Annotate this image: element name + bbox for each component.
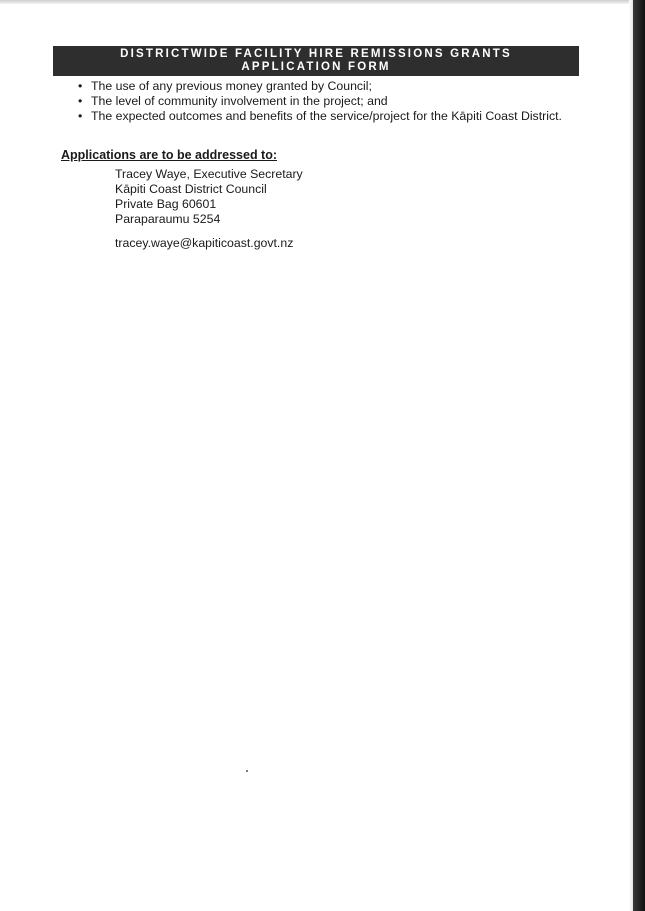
- address-line-postbox: Private Bag 60601: [115, 197, 217, 211]
- postal-address: Tracey Waye, Executive Secretary Kāpiti …: [115, 167, 303, 227]
- criteria-item: The expected outcomes and benefits of th…: [78, 109, 562, 124]
- scan-right-shading: [629, 0, 633, 911]
- form-title-line-2: APPLICATION FORM: [241, 61, 391, 73]
- criteria-item: The level of community involvement in th…: [78, 94, 562, 109]
- criteria-item: The use of any previous money granted by…: [78, 79, 562, 94]
- criteria-list: The use of any previous money granted by…: [78, 79, 562, 124]
- address-line-city: Paraparaumu 5254: [115, 212, 221, 226]
- scan-right-edge: [633, 0, 645, 911]
- address-line-contact: Tracey Waye, Executive Secretary: [115, 167, 303, 181]
- address-heading: Applications are to be addressed to:: [61, 148, 278, 162]
- form-title-line-1: DISTRICTWIDE FACILITY HIRE REMISSIONS GR…: [120, 48, 512, 60]
- form-title-banner: DISTRICTWIDE FACILITY HIRE REMISSIONS GR…: [53, 46, 579, 76]
- scan-speck: [246, 770, 248, 772]
- contact-email[interactable]: tracey.waye@kapiticoast.govt.nz: [115, 236, 294, 250]
- scan-top-edge: [0, 0, 633, 4]
- address-line-organisation: Kāpiti Coast District Council: [115, 182, 267, 196]
